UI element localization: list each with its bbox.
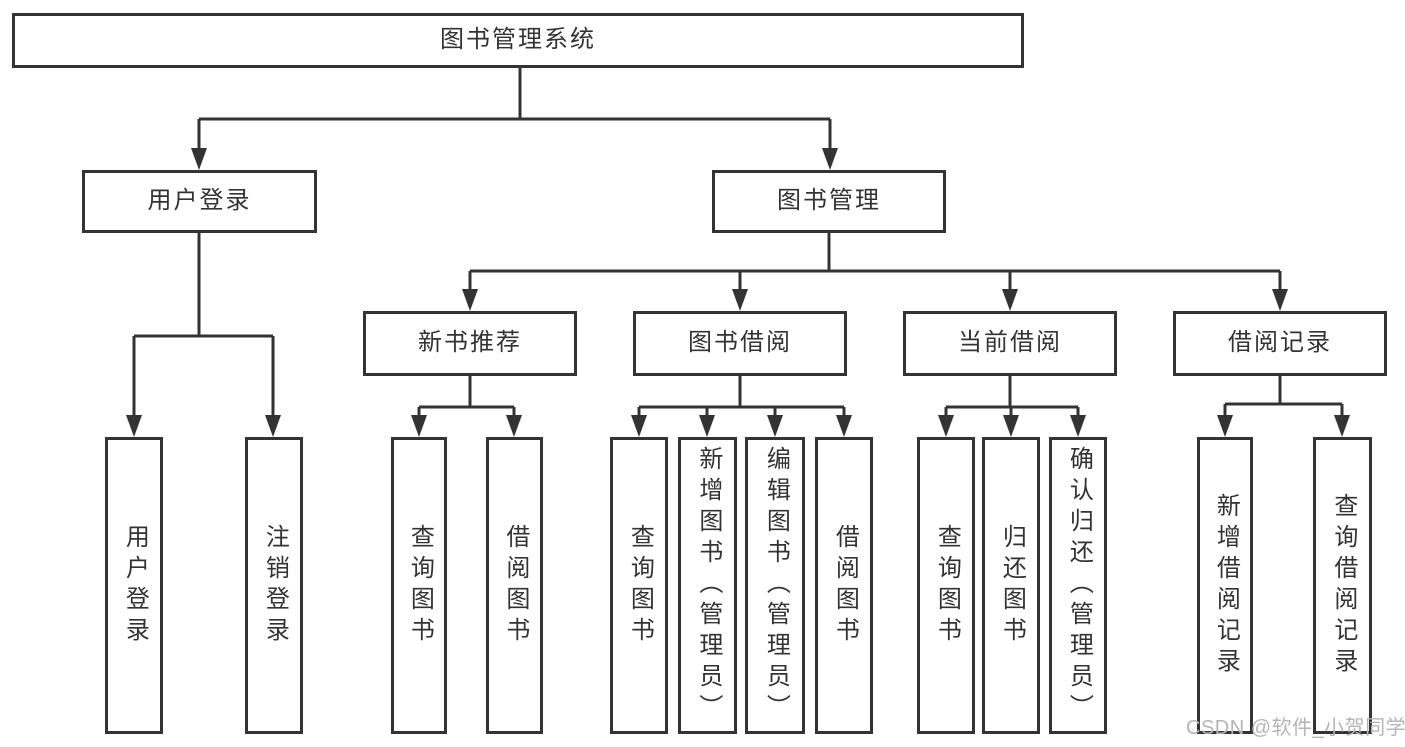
node-library-management-system: 图书管理系统: [12, 13, 1024, 68]
node-current-borrowing: 当前借阅: [903, 311, 1117, 376]
leaf-borrowing-edit-books-admin: 编辑图书（管理员）: [745, 437, 805, 734]
csdn-watermark: CSDN @软件_小贺同学: [1186, 717, 1405, 739]
leaf-recommend-query-books: 查询图书: [391, 437, 447, 734]
leaf-recommend-borrow-books: 借阅图书: [486, 437, 543, 734]
leaf-logout: 注销登录: [245, 437, 303, 734]
leaf-records-add-record: 新增借阅记录: [1197, 437, 1253, 734]
leaf-borrowing-add-books-admin: 新增图书（管理员）: [678, 437, 737, 734]
node-book-management: 图书管理: [712, 170, 946, 233]
leaf-current-return-books: 归还图书: [982, 437, 1040, 734]
leaf-borrowing-borrow-books: 借阅图书: [815, 437, 873, 734]
leaf-current-query-books: 查询图书: [917, 437, 975, 734]
leaf-borrowing-query-books: 查询图书: [610, 437, 668, 734]
node-book-borrowing: 图书借阅: [633, 311, 847, 376]
node-new-book-recommendation: 新书推荐: [363, 311, 577, 376]
leaf-user-login: 用户登录: [105, 437, 163, 734]
node-user-login: 用户登录: [82, 170, 317, 233]
leaf-current-confirm-return-admin: 确认归还（管理员）: [1049, 437, 1107, 734]
leaf-records-query-record: 查询借阅记录: [1313, 437, 1372, 734]
node-borrowing-records: 借阅记录: [1173, 311, 1387, 376]
arrowheads: [126, 148, 1350, 437]
